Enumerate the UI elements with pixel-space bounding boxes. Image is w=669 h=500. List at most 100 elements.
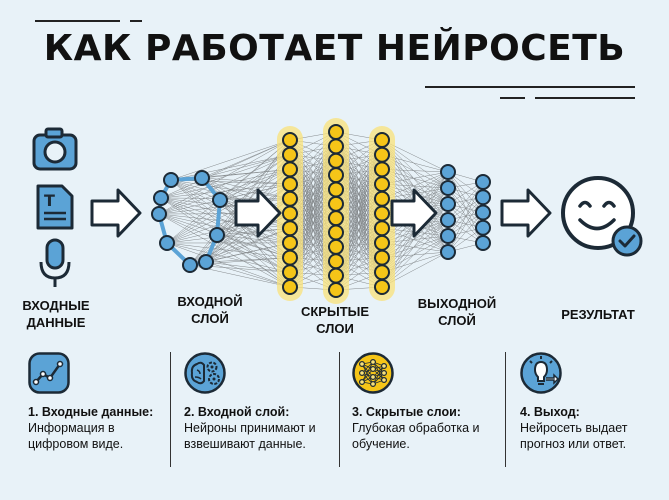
- connection-line: [447, 187, 484, 244]
- neuron: [328, 181, 344, 198]
- step-title: 1. Входные данные:: [28, 405, 154, 419]
- neuron: [282, 279, 298, 295]
- step-title: 4. Выход:: [520, 405, 580, 419]
- arrow-icon: [390, 188, 438, 238]
- icon-connection: [361, 361, 374, 383]
- neuron: [282, 249, 298, 266]
- divider: [339, 352, 340, 467]
- connection-line: [158, 213, 291, 288]
- neuron: [328, 195, 344, 212]
- icon-neuron: [381, 363, 388, 370]
- neuron: [374, 279, 390, 295]
- neuron: [209, 227, 225, 243]
- neuron: [440, 196, 456, 212]
- icon-neuron: [358, 361, 366, 368]
- neuron: [374, 220, 390, 237]
- step-description: Глубокая обработка и обучение.: [352, 421, 480, 451]
- neuron: [374, 132, 390, 148]
- icon-neuron: [370, 358, 377, 366]
- neuron: [475, 235, 491, 251]
- microphone-icon: [39, 238, 71, 287]
- connection-line: [170, 139, 291, 181]
- neuron: [151, 206, 167, 222]
- neuron: [163, 172, 179, 188]
- step-description: Нейроны принимают и взвешивают данные.: [184, 421, 316, 451]
- neuron: [282, 146, 298, 163]
- neuron: [282, 161, 298, 178]
- divider: [505, 352, 506, 467]
- arrow-icon: [500, 188, 552, 238]
- connection-line: [170, 179, 291, 244]
- connection-line: [166, 139, 291, 244]
- divider: [170, 352, 171, 467]
- stage-label-input-data: ВХОДНЫЕ ДАННЫЕ: [22, 298, 90, 330]
- icon-neuron: [358, 370, 366, 377]
- connection-line: [447, 181, 484, 237]
- icon-connection: [361, 363, 374, 385]
- neuron: [440, 180, 456, 196]
- connection-line: [205, 261, 291, 273]
- decor-line: [535, 97, 635, 99]
- icon-neuron: [370, 366, 377, 373]
- neuron: [282, 190, 298, 207]
- neuron: [374, 146, 390, 163]
- neuron: [328, 167, 344, 184]
- neuron: [440, 244, 456, 260]
- neuron: [282, 234, 298, 251]
- neuron: [374, 234, 390, 251]
- decor-line: [35, 20, 120, 22]
- neuron: [194, 170, 210, 186]
- step-description: Информация в цифровом виде.: [28, 421, 124, 451]
- neuron: [440, 164, 456, 180]
- stage-label-output-layer: ВЫХОДНОЙ СЛОЙ: [417, 296, 497, 328]
- connection-line: [205, 261, 291, 288]
- connection-line: [447, 203, 484, 244]
- connection-line: [170, 154, 291, 181]
- network-icon: [352, 352, 394, 394]
- arrow-icon: [90, 188, 142, 238]
- connection-line: [166, 227, 291, 244]
- connection-line: [447, 171, 484, 228]
- smiley-check-icon: [561, 176, 643, 257]
- connection-line: [166, 169, 291, 244]
- neuron: [475, 204, 491, 221]
- lightbulb-icon: [520, 352, 562, 394]
- icon-neuron: [358, 379, 366, 386]
- neuron: [374, 176, 390, 193]
- connection-line: [205, 227, 291, 263]
- icon-neuron: [370, 374, 377, 381]
- step-card-input-layer: 2. Входной слой: Нейроны принимают и взв…: [184, 352, 334, 452]
- connection-line: [447, 171, 484, 213]
- chart-icon: [28, 352, 70, 394]
- neuron: [475, 189, 491, 206]
- connection-line: [166, 242, 291, 258]
- connection-line: [166, 242, 291, 273]
- neuron: [153, 190, 169, 206]
- neuron: [374, 249, 390, 266]
- neuron: [328, 282, 344, 298]
- connection-line: [170, 179, 291, 258]
- neuron: [182, 257, 198, 273]
- arrow-icon: [234, 188, 282, 238]
- neuron: [328, 210, 344, 227]
- connection-line: [447, 181, 484, 221]
- step-title: 2. Входной слой:: [184, 405, 290, 419]
- neuron: [440, 228, 456, 244]
- connection-line: [205, 213, 291, 263]
- document-icon: T: [36, 184, 74, 230]
- step-title: 3. Скрытые слои:: [352, 405, 461, 419]
- decor-line: [425, 86, 635, 88]
- step-description: Нейросеть выдает прогноз или ответ.: [520, 421, 628, 451]
- neuron: [282, 176, 298, 193]
- neuron: [282, 264, 298, 281]
- neuron: [198, 254, 214, 270]
- neuron: [475, 174, 491, 190]
- input-layer-ring: [156, 175, 223, 268]
- neuron: [212, 192, 228, 208]
- icon-neuron: [381, 370, 388, 377]
- step-card-input: 1. Входные данные: Информация в цифровом…: [28, 352, 163, 452]
- svg-text:T: T: [44, 191, 55, 210]
- connection-line: [447, 212, 484, 253]
- step-card-output: 4. Выход: Нейросеть выдает прогноз или о…: [520, 352, 660, 452]
- neuron: [159, 235, 175, 251]
